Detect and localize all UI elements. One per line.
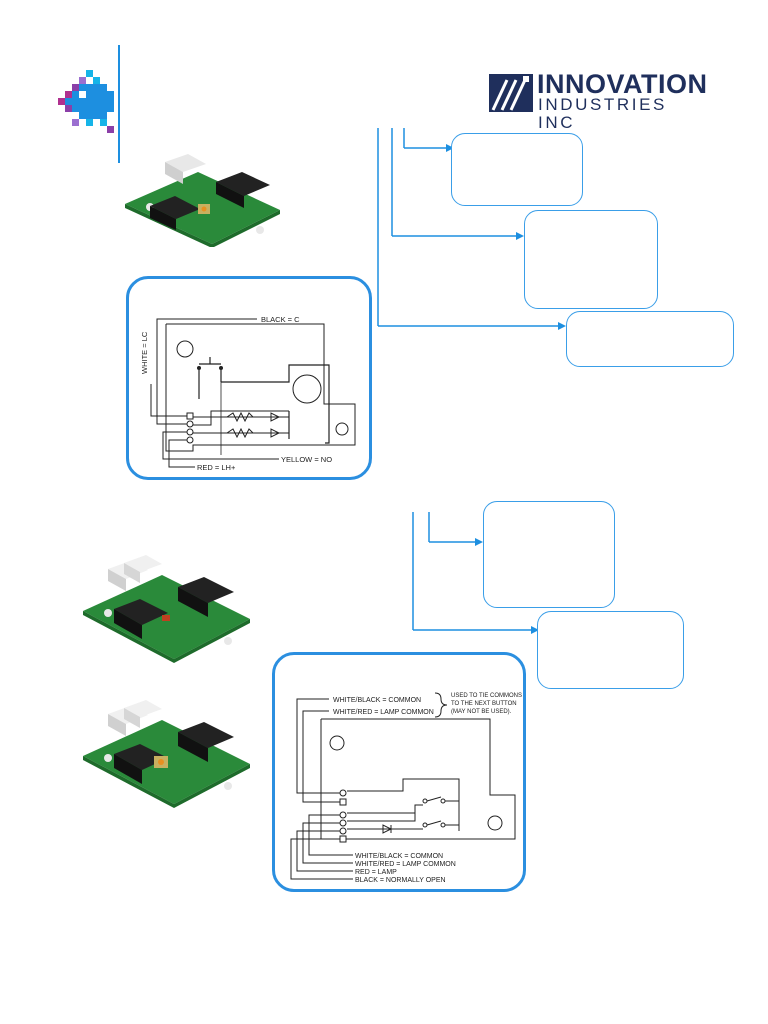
pixel-logo-icon [58, 70, 114, 133]
note-line-1: USED TO TIE COMMONS [451, 693, 522, 699]
callout-box-2 [524, 210, 658, 309]
lower-connector-lines [412, 512, 539, 634]
wire-label-red: RED = LH+ [197, 463, 236, 472]
wire-label-top-white-black: WHITE/BLACK = COMMON [333, 697, 421, 704]
pcb-board-image [125, 154, 280, 247]
callout-box-5 [537, 611, 684, 689]
brand-name-line1: INNOVATION [537, 69, 708, 99]
wiring-diagram-2: WHITE/BLACK = COMMON WHITE/RED = LAMP CO… [272, 652, 526, 892]
wiring-diagram-1: BLACK = C WHITE = LC YELLOW = NO RED = L… [126, 276, 372, 480]
callout-box-1 [451, 133, 583, 206]
innovation-logo-icon [489, 74, 533, 112]
brand-name-line2: INDUSTRIES INC [538, 95, 667, 132]
wire-label-bottom-white-red: WHITE/RED = LAMP COMMON [355, 861, 456, 868]
wire-label-white: WHITE = LC [140, 331, 149, 374]
wire-label-yellow: YELLOW = NO [281, 455, 332, 464]
upper-connector-lines [377, 128, 566, 330]
callout-box-4 [483, 501, 615, 608]
pcb-board-image [83, 700, 250, 808]
wire-label-top-white-red: WHITE/RED = LAMP COMMON [333, 709, 434, 716]
wire-label-bottom-white-black: WHITE/BLACK = COMMON [355, 853, 443, 860]
pcb-board-image [83, 555, 250, 663]
wire-label-bottom-black: BLACK = NORMALLY OPEN [355, 877, 446, 884]
innovation-logo: INNOVATION INDUSTRIES INC [489, 70, 707, 132]
callout-box-3 [566, 311, 734, 367]
note-line-3: (MAY NOT BE USED). [451, 709, 512, 715]
wire-label-black: BLACK = C [261, 315, 300, 324]
header-divider [118, 45, 120, 163]
wire-label-bottom-red: RED = LAMP [355, 869, 397, 876]
note-line-2: TO THE NEXT BUTTON [451, 701, 517, 707]
